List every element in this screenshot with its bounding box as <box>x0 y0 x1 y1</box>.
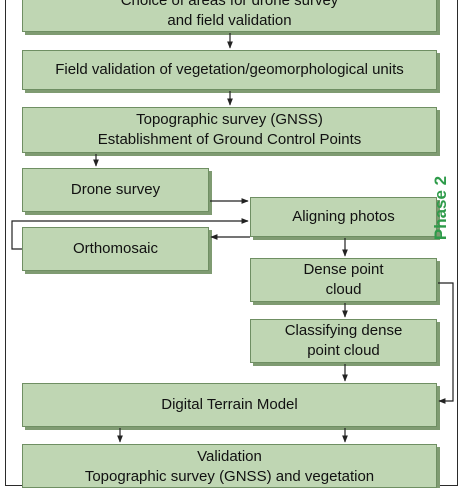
field-validation-box: Field validation of vegetation/geomorpho… <box>22 50 437 90</box>
choice-of-areas-label: Choice of areas for drone survey and fie… <box>120 0 339 29</box>
topographic-survey-box: Topographic survey (GNSS) Establishment … <box>22 107 437 153</box>
field-validation-label: Field validation of vegetation/geomorpho… <box>55 61 404 78</box>
orthomosaic-box: Orthomosaic <box>22 227 209 271</box>
dense-point-cloud-box: Dense point cloud <box>250 258 437 302</box>
orthomosaic-label: Orthomosaic <box>72 240 159 257</box>
drone-survey-box: Drone survey <box>22 168 209 212</box>
drone-survey-label: Drone survey <box>70 181 161 198</box>
classifying-dense-point-cloud-box: Classifying dense point cloud <box>250 319 437 363</box>
arrow-loop-to-aligning <box>11 218 249 250</box>
arrow-dense-to-dtm <box>438 282 454 404</box>
aligning-photos-label: Aligning photos <box>292 208 395 225</box>
classifying-dense-point-cloud-label: Classifying dense point cloud <box>284 322 403 359</box>
digital-terrain-model-label: Digital Terrain Model <box>161 396 298 413</box>
dense-point-cloud-label: Dense point cloud <box>303 261 384 298</box>
digital-terrain-model-box: Digital Terrain Model <box>22 383 437 427</box>
connector-arrows <box>11 33 454 443</box>
aligning-photos-box: Aligning photos <box>250 197 437 237</box>
choice-of-areas-box: Choice of areas for drone survey and fie… <box>22 0 437 32</box>
topographic-survey-label: Topographic survey (GNSS) Establishment … <box>97 111 362 148</box>
